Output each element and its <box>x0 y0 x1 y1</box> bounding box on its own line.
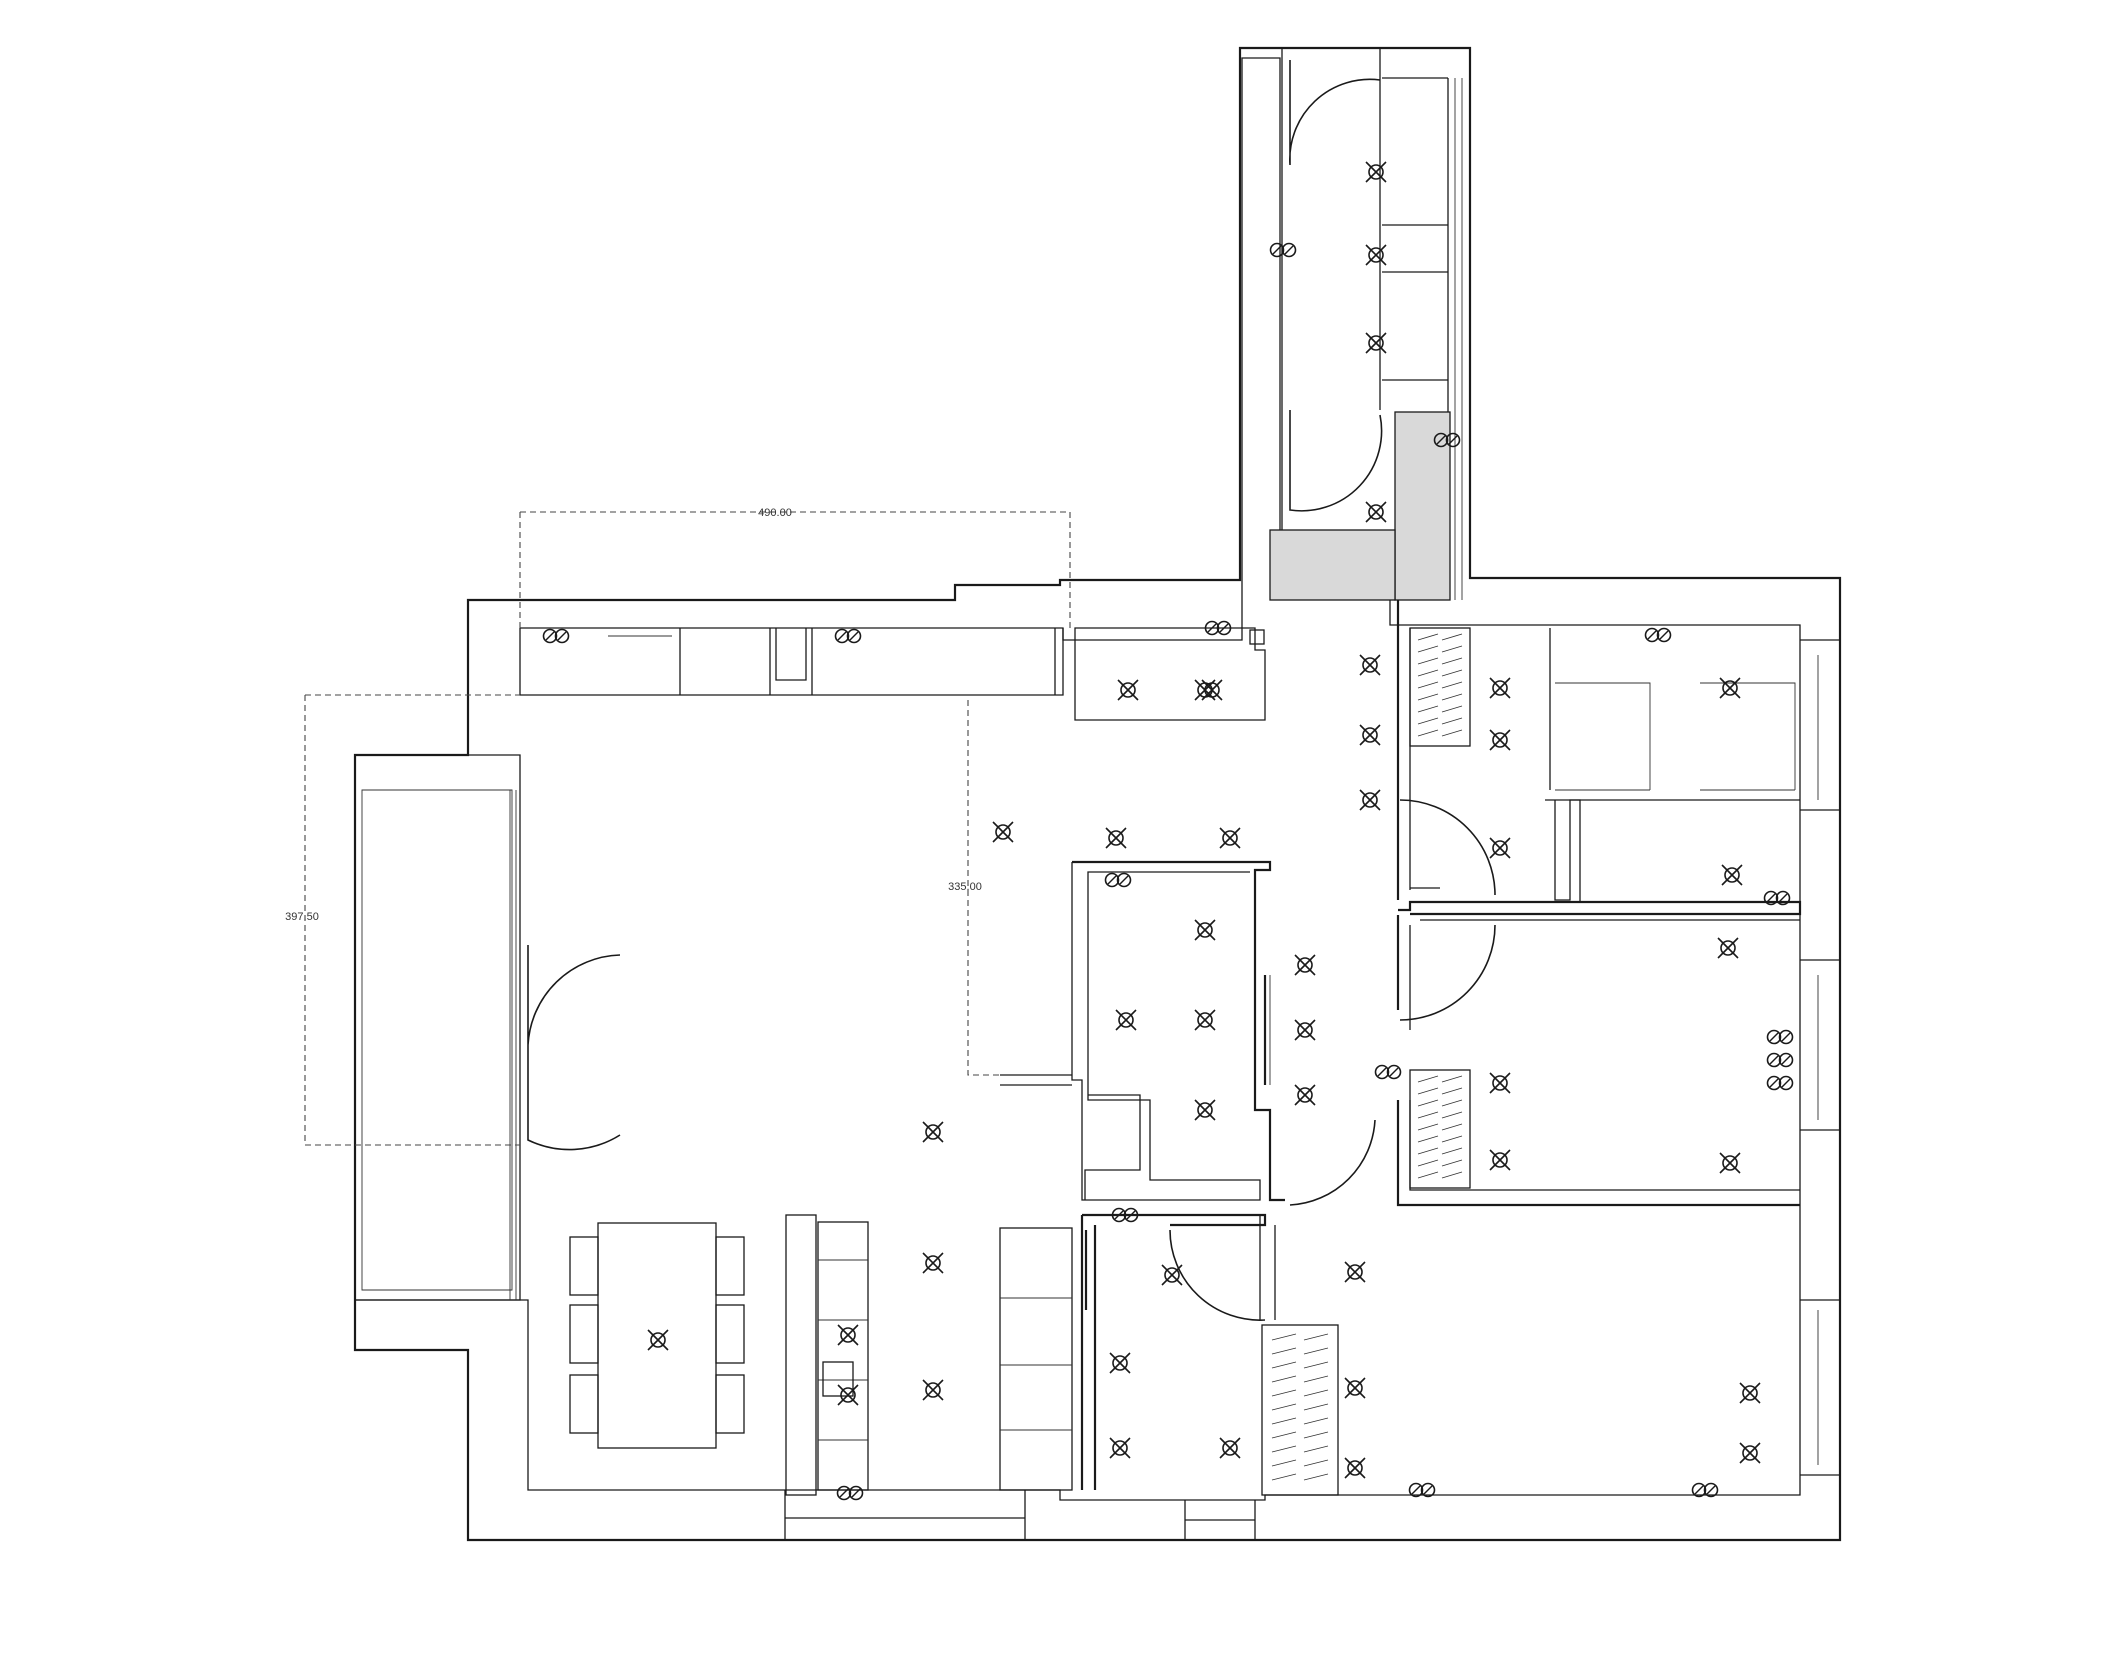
ceiling-light-icon <box>1294 1084 1316 1106</box>
ceiling-light-icon <box>1359 724 1381 746</box>
ceiling-light-icon <box>1719 677 1741 699</box>
wall-light-icon <box>1269 242 1297 258</box>
ceiling-light-icon <box>1294 954 1316 976</box>
ceiling-light-icon <box>1194 1009 1216 1031</box>
ceiling-light-icon <box>922 1121 944 1143</box>
ceiling-light-icon <box>1489 837 1511 859</box>
ceiling-light-icon <box>1117 679 1139 701</box>
ceiling-light-icon <box>1489 1072 1511 1094</box>
wall-light-icon <box>836 1485 864 1501</box>
ceiling-light-icon <box>992 821 1014 843</box>
ceiling-light-icon <box>1115 1009 1137 1031</box>
dimension-room-depth: 335.00 <box>948 881 982 893</box>
ceiling-light-icon <box>1489 677 1511 699</box>
ceiling-light-icon <box>1344 1377 1366 1399</box>
dimension-top-width: 490.00 <box>758 507 792 519</box>
wall-light-icon <box>1374 1064 1402 1080</box>
interior-walls <box>519 600 1840 1540</box>
ceiling-light-icon <box>1294 1019 1316 1041</box>
north-corridor <box>1269 48 1463 601</box>
wardrobes <box>1261 627 1471 1496</box>
wall-light-icon <box>1111 1207 1139 1223</box>
wall-light-icon <box>542 628 570 644</box>
ceiling-light-icon <box>1359 789 1381 811</box>
wall-light-icon <box>834 628 862 644</box>
ceiling-light-icon <box>1365 244 1387 266</box>
wall-light-icon <box>1766 1075 1794 1091</box>
ceiling-light-icon <box>1365 332 1387 354</box>
ceiling-light-icon <box>1105 827 1127 849</box>
wall-light-icon <box>1763 890 1791 906</box>
dining-chairs <box>569 1236 745 1434</box>
wall-light-icon <box>1691 1482 1719 1498</box>
ceiling-light-icon <box>1219 827 1241 849</box>
ceiling-light-icon <box>1717 937 1739 959</box>
ceiling-light-icon <box>1109 1352 1131 1374</box>
dimension-lines <box>304 511 1071 1146</box>
ceiling-light-icon <box>837 1384 859 1406</box>
ceiling-lights <box>647 161 1761 1479</box>
ceiling-light-icon <box>837 1324 859 1346</box>
wall-light-icon <box>1433 432 1461 448</box>
wall-light-icon <box>1644 627 1672 643</box>
wall-light-icon <box>1766 1029 1794 1045</box>
dimension-labels: 490.00 335.00 397.50 <box>285 507 982 923</box>
ceiling-light-icon <box>1194 919 1216 941</box>
ceiling-light-icon <box>1489 1149 1511 1171</box>
wall-light-icon <box>1104 872 1132 888</box>
wall-lights <box>542 242 1794 1501</box>
ceiling-light-icon <box>1344 1261 1366 1283</box>
wall-light-icon <box>1766 1052 1794 1068</box>
ceiling-light-icon <box>1739 1382 1761 1404</box>
ceiling-light-icon <box>1194 1099 1216 1121</box>
wall-light-icon <box>1204 620 1232 636</box>
ceiling-light-icon <box>922 1252 944 1274</box>
ceiling-light-icon <box>1739 1442 1761 1464</box>
dimension-balcony-height: 397.50 <box>285 911 319 923</box>
ceiling-light-icon <box>922 1379 944 1401</box>
ceiling-light-icon <box>1219 1437 1241 1459</box>
ceiling-light-icon <box>1721 864 1743 886</box>
ceiling-light-icon <box>1109 1437 1131 1459</box>
ceiling-light-icon <box>1489 729 1511 751</box>
outer-walls <box>353 46 1842 1542</box>
ceiling-light-icon <box>1201 679 1223 701</box>
ceiling-light-icon <box>1359 654 1381 676</box>
doors <box>527 60 1496 1321</box>
wall-light-icon <box>1408 1482 1436 1498</box>
ceiling-light-icon <box>647 1329 669 1351</box>
ceiling-light-icon <box>1365 161 1387 183</box>
ceiling-light-icon <box>1161 1264 1183 1286</box>
ceiling-light-icon <box>1344 1457 1366 1479</box>
ceiling-light-icon <box>1365 501 1387 523</box>
ceiling-light-icon <box>1719 1152 1741 1174</box>
